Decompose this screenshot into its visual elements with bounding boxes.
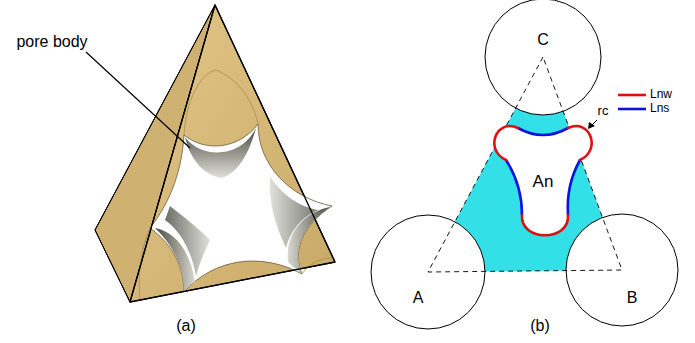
callout-label: pore body (16, 33, 87, 51)
edge-line (130, 262, 335, 302)
sphere-outline (184, 70, 258, 135)
ns-interface (518, 128, 568, 135)
legend-text: Lns (650, 102, 669, 115)
edge-line (215, 5, 335, 262)
non-wetting-area (494, 126, 591, 235)
arrow-head (588, 122, 595, 129)
radius-label: rc (598, 104, 609, 118)
legend-line (618, 94, 646, 97)
nw-interface (494, 126, 518, 160)
sphere-surface (185, 128, 256, 178)
sphere-surface (270, 176, 318, 248)
vertex-label: A (413, 289, 424, 307)
tetrahedron (86, 5, 335, 302)
nw-interface (522, 215, 568, 235)
vertex-label: C (537, 31, 549, 49)
edge-line (95, 5, 215, 230)
legend-text: Lnw (650, 88, 672, 101)
leader-line (86, 52, 190, 148)
edge-line (95, 230, 130, 302)
area-label: An (533, 173, 554, 192)
sphere-surface (165, 206, 210, 276)
legend-line (618, 108, 646, 111)
subfigure-caption: (a) (176, 317, 196, 335)
cross-section (371, 0, 678, 329)
vertex-label: B (627, 289, 638, 307)
front-face (130, 5, 335, 302)
ns-interface (568, 160, 580, 215)
pore-body-window (150, 124, 332, 292)
subfigure-caption: (b) (530, 317, 550, 335)
nw-interface (568, 126, 592, 160)
edge-line (130, 5, 215, 302)
ns-interface (506, 160, 522, 215)
dashed-triangle (428, 57, 622, 272)
